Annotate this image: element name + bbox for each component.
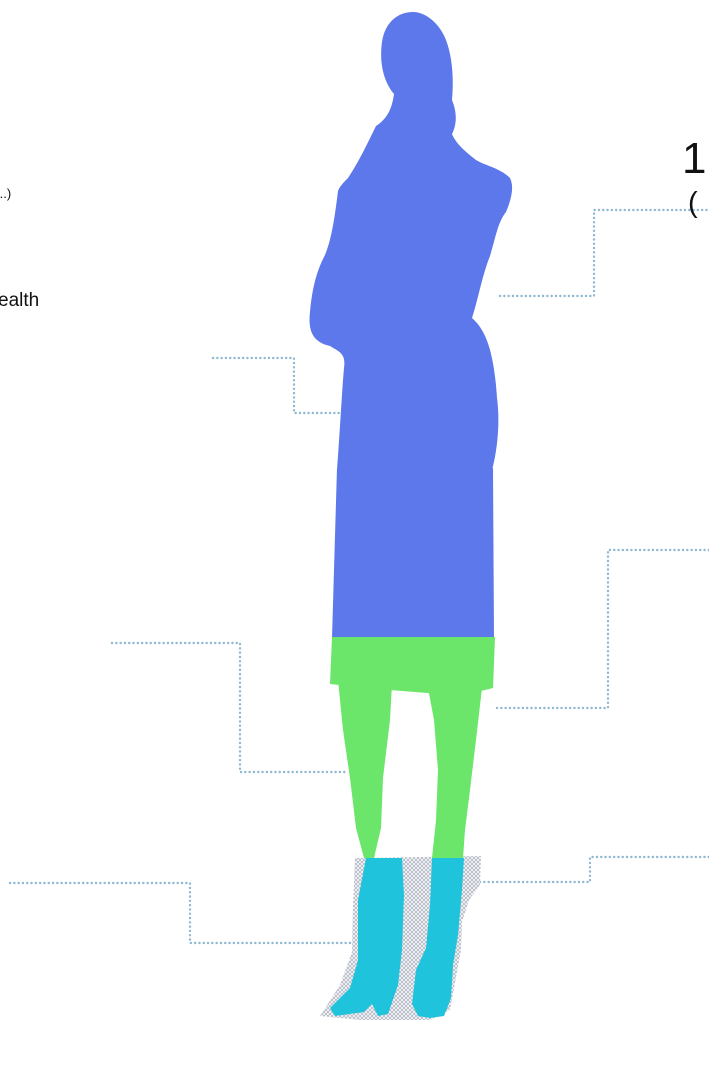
stair-left-upper (213, 358, 345, 413)
left-text-fragment-health: ealth (0, 290, 39, 312)
stair-right-top (500, 210, 709, 296)
right-text-fragment-number: 1 (682, 134, 706, 184)
figure-skirt-upper (332, 468, 494, 638)
stair-left-middle (112, 643, 345, 772)
figure-left-leg (338, 680, 392, 858)
figure-upper-body (310, 12, 513, 470)
left-text-fragment-small: ...) (0, 186, 11, 201)
stair-left-bottom (10, 883, 352, 943)
stair-right-middle (497, 550, 709, 708)
right-text-fragment-paren: ( (688, 187, 698, 220)
figure-right-leg (428, 688, 482, 858)
stair-right-bottom (480, 857, 709, 882)
